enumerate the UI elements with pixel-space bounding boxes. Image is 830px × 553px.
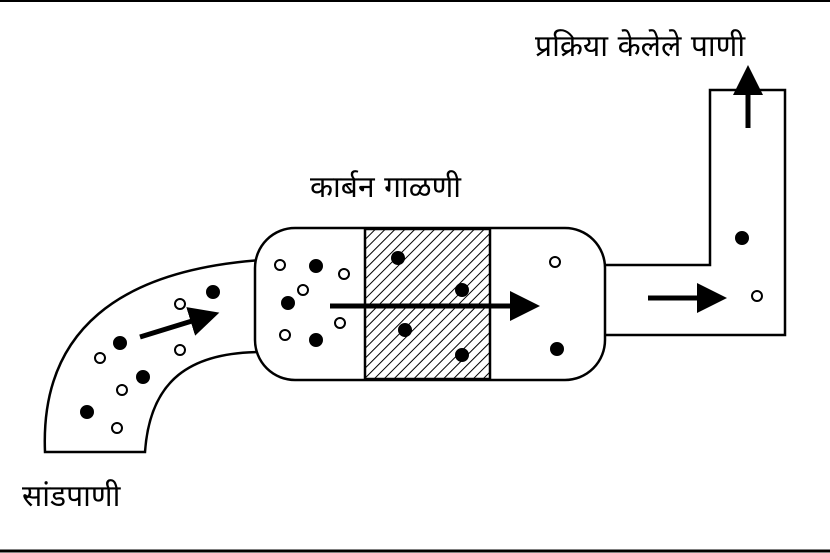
contaminant-particles [80, 231, 763, 434]
wastewater-label: सांडपाणी [22, 479, 121, 514]
inlet-flow-arrow [139, 307, 220, 340]
flow-arrows [139, 65, 763, 340]
carbon-filter-label: कार्बन गाळणी [310, 170, 462, 205]
inlet-pipe [43, 258, 264, 454]
treated-water-label: प्रक्रिया केलेले पाणी [535, 29, 746, 64]
